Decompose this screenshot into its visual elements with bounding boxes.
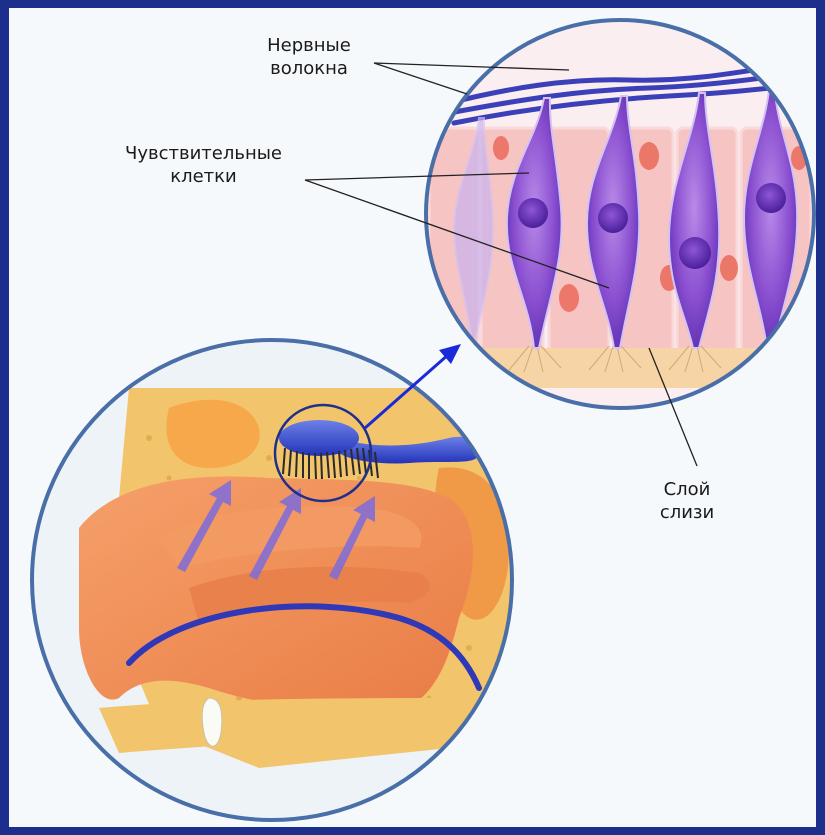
epithelium-view <box>426 20 816 408</box>
label-mucus-layer: Слой слизи <box>647 478 727 524</box>
upper-sinus <box>166 400 259 468</box>
nasal-cavity-view <box>32 340 529 820</box>
olfactory-diagram <box>9 8 816 827</box>
tooth <box>202 698 222 746</box>
diagram-frame: Нервные волокна Чувствительные клетки Сл… <box>9 8 816 827</box>
label-nerve-fibers: Нервные волокна <box>239 34 379 80</box>
leader-nerve-fibers-2 <box>374 63 467 94</box>
label-sensory-cells: Чувствительные клетки <box>101 142 306 188</box>
